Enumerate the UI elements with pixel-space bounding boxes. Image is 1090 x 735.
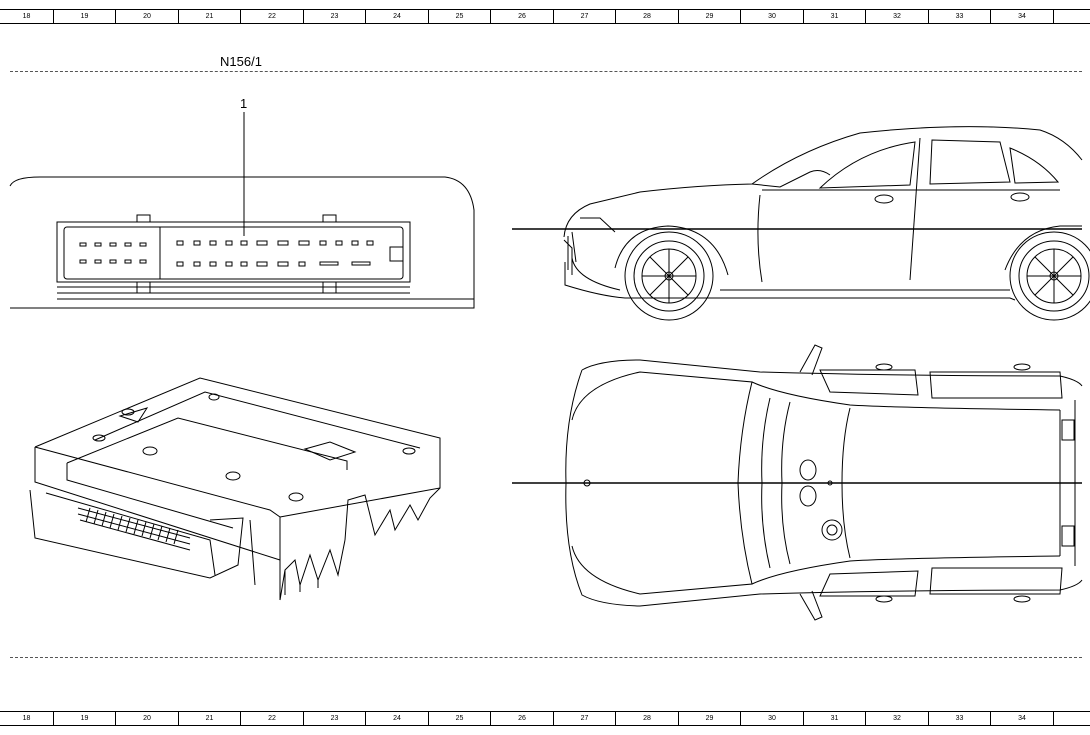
connector-front-view	[10, 177, 474, 308]
ruler-cell: 33	[929, 712, 991, 725]
ruler-cell: 18	[0, 712, 54, 725]
ruler-cell: 25	[429, 712, 491, 725]
ruler-cell: 34	[991, 10, 1054, 23]
ruler-cell: 22	[241, 10, 304, 23]
ruler-cell: 20	[116, 10, 179, 23]
ruler-cell: 19	[54, 712, 116, 725]
ruler-cell: 31	[804, 10, 866, 23]
ruler-cell: 20	[116, 712, 179, 725]
ruler-cell: 21	[179, 712, 241, 725]
ruler-cell: 24	[366, 10, 429, 23]
ruler-cell: 28	[616, 712, 679, 725]
ruler-cell: 27	[554, 712, 616, 725]
ruler-cell: 32	[866, 712, 929, 725]
ruler-cell: 34	[991, 712, 1054, 725]
ruler-cell: 23	[304, 10, 366, 23]
ruler-cell: 30	[741, 712, 804, 725]
ruler-cell: 33	[929, 10, 991, 23]
ruler-cell: 22	[241, 712, 304, 725]
vehicle-side-view	[564, 127, 1090, 320]
bottom-dashed-border	[10, 657, 1082, 658]
ruler-cell: 23	[304, 712, 366, 725]
ruler-cell: 29	[679, 10, 741, 23]
top-grid-ruler: 18 19 20 21 22 23 24 25 26 27 28 29 30 3…	[0, 9, 1090, 24]
bottom-grid-ruler: 18 19 20 21 22 23 24 25 26 27 28 29 30 3…	[0, 711, 1090, 726]
ruler-cell: 30	[741, 10, 804, 23]
ruler-cell: 19	[54, 10, 116, 23]
ruler-cell: 18	[0, 10, 54, 23]
control-unit-isometric	[30, 378, 440, 600]
component-code-label: N156/1	[220, 54, 262, 69]
ruler-cell: 21	[179, 10, 241, 23]
top-dashed-border	[10, 71, 1082, 72]
connector-pin-row	[86, 508, 178, 544]
connector-pins	[80, 241, 373, 266]
ruler-cell: 32	[866, 10, 929, 23]
ruler-cell: 24	[366, 712, 429, 725]
ruler-cell: 31	[804, 712, 866, 725]
ruler-cell: 26	[491, 10, 554, 23]
ruler-cell: 29	[679, 712, 741, 725]
callout-number: 1	[240, 96, 248, 111]
ruler-cell: 25	[429, 10, 491, 23]
ruler-cell: 27	[554, 10, 616, 23]
ruler-cell: 28	[616, 10, 679, 23]
ruler-cell: 26	[491, 712, 554, 725]
vehicle-top-view	[566, 345, 1082, 620]
